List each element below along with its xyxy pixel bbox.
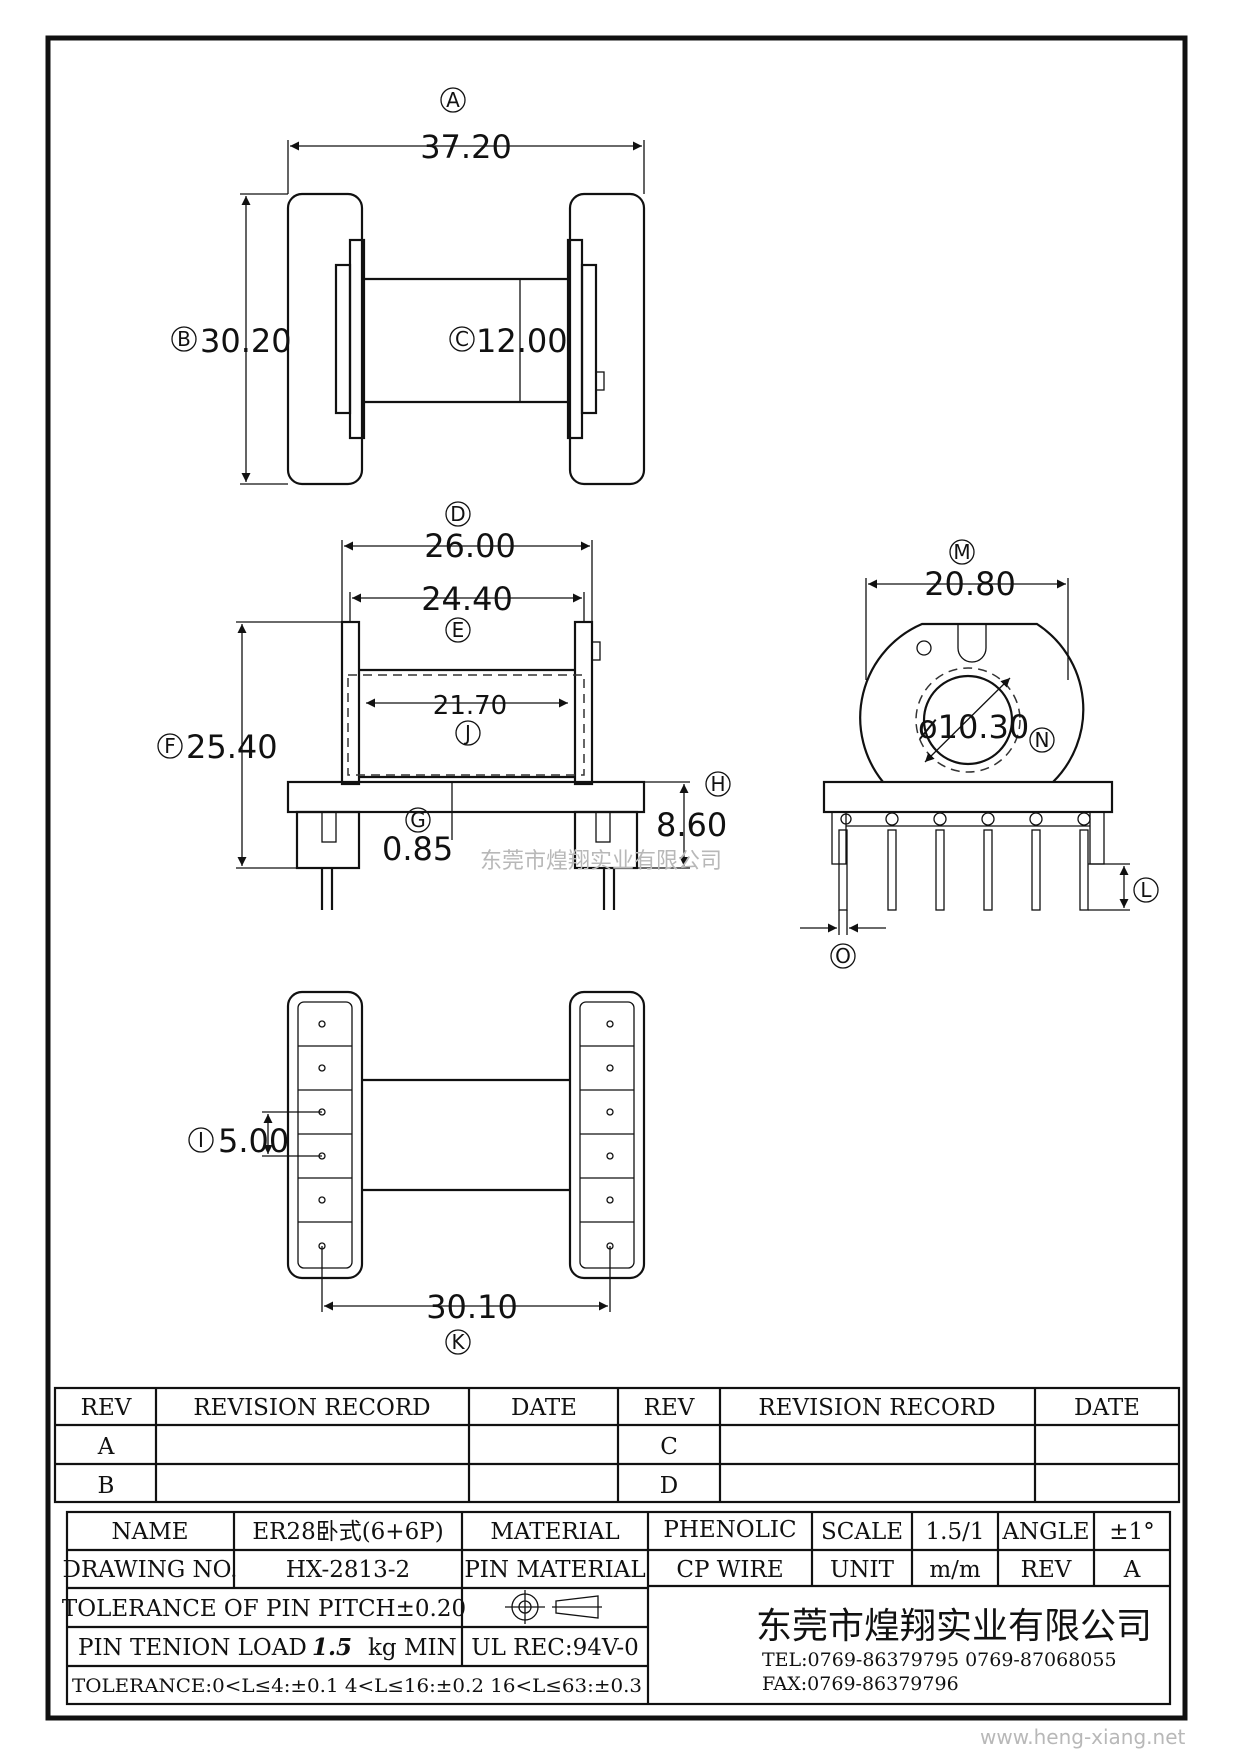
dim-M-marker: M (953, 540, 970, 564)
scale-label: SCALE (821, 1519, 903, 1545)
dim-D-value: 26.00 (424, 527, 516, 565)
name-value: ER28卧式(6+6P) (252, 1519, 443, 1545)
dim-F-value: 25.40 (186, 728, 278, 766)
bottom-view (262, 990, 646, 1312)
front-view (236, 540, 690, 910)
revision-table: REV REVISION RECORD DATE REV REVISION RE… (53, 1386, 1181, 1504)
dim-E: E 24.40 (421, 580, 513, 643)
dim-D-marker: D (450, 502, 465, 526)
dim-A-marker: A (446, 88, 460, 112)
dim-L-marker: L (1140, 878, 1152, 902)
dim-I-marker: I (198, 1128, 204, 1152)
record-header-left: REVISION RECORD (193, 1395, 430, 1421)
rev-header-left: REV (81, 1395, 132, 1421)
pin-material-label: PIN MATERIAL (464, 1557, 645, 1583)
rev-header-right: REV (644, 1395, 695, 1421)
pin-tension-label: PIN TENION LOAD (78, 1635, 307, 1661)
record-header-right: REVISION RECORD (758, 1395, 995, 1421)
dim-C: C 12.00 (449, 322, 568, 360)
dim-I: I 5.00 (188, 1122, 289, 1160)
dim-H-value: 8.60 (656, 806, 727, 844)
material-value: PHENOLIC (663, 1517, 796, 1543)
dim-J-value: 21.70 (433, 691, 507, 721)
dim-O-marker: O (835, 944, 851, 968)
dim-L: L (1133, 877, 1159, 903)
scale-value: 1.5/1 (926, 1519, 985, 1545)
dim-A: A 37.20 (420, 87, 512, 166)
dim-B: B 30.20 (171, 322, 292, 360)
dim-H: H 8.60 (656, 771, 731, 844)
dim-K: 30.10 K (426, 1288, 518, 1355)
rev-cell: A (97, 1434, 115, 1460)
dim-E-marker: E (452, 618, 465, 642)
dim-M-value: 20.80 (924, 565, 1016, 603)
ul-rec: UL REC:94V-0 (471, 1635, 639, 1661)
rev-cell: C (660, 1434, 678, 1460)
drawing-border (45, 35, 1188, 1721)
dim-H-marker: H (710, 772, 725, 796)
rev-cell: D (660, 1473, 678, 1499)
site-watermark: www.heng-xiang.net (980, 1725, 1186, 1749)
dim-B-value: 30.20 (200, 322, 292, 360)
rev-cell: B (98, 1473, 115, 1499)
pin-tension-unit: kg MIN (368, 1635, 457, 1661)
name-label: NAME (111, 1519, 188, 1545)
bottom-view-left-pins (298, 1020, 352, 1250)
drawing-no-value: HX-2813-2 (286, 1557, 410, 1583)
pin-material-value: CP WIRE (676, 1557, 783, 1583)
unit-value: m/m (929, 1557, 981, 1583)
material-label: MATERIAL (490, 1519, 619, 1545)
dim-N-value: ø10.30 (918, 708, 1029, 746)
date-header-left: DATE (511, 1395, 577, 1421)
title-block: NAME ER28卧式(6+6P) MATERIAL PHENOLIC SCAL… (62, 1510, 1172, 1706)
dim-N: ø10.30 N (918, 708, 1055, 753)
dim-M: M 20.80 (924, 539, 1016, 603)
dim-K-value: 30.10 (426, 1288, 518, 1326)
pin-tension-value: 1.5 (312, 1634, 352, 1661)
dim-C-marker: C (455, 327, 469, 351)
bottom-view-right-pins (580, 1020, 634, 1250)
side-view (800, 578, 1130, 935)
company-watermark: 东莞市煌翔实业有限公司 (480, 849, 722, 874)
dim-I-value: 5.00 (218, 1122, 289, 1160)
rev-value: A (1123, 1557, 1141, 1583)
tolerance-note: TOLERANCE:0<L≤4:±0.1 4<L≤16:±0.2 16<L≤63… (72, 1675, 642, 1697)
angle-label: ANGLE (1001, 1519, 1089, 1545)
company-tel: TEL:0769-86379795 0769-87068055 (762, 1649, 1117, 1671)
pin-pitch-tolerance: TOLERANCE OF PIN PITCH±0.20 (62, 1596, 466, 1622)
rev-label: REV (1021, 1557, 1072, 1583)
dim-F-marker: F (164, 734, 176, 758)
dim-D: D 26.00 (424, 501, 516, 565)
top-view (240, 140, 646, 486)
dim-O: O (830, 943, 856, 969)
date-header-right: DATE (1074, 1395, 1140, 1421)
dim-G-value: 0.85 (382, 830, 453, 868)
dim-C-value: 12.00 (476, 322, 568, 360)
side-view-pins (831, 811, 1105, 911)
projection-symbol-icon (505, 1590, 602, 1624)
dim-J-marker: J (463, 721, 471, 745)
dim-J: 21.70 J (433, 691, 507, 746)
dim-G-marker: G (410, 808, 426, 832)
unit-label: UNIT (830, 1557, 895, 1583)
dim-B-marker: B (177, 327, 191, 351)
dim-E-value: 24.40 (421, 580, 513, 618)
dim-G: G 0.85 (382, 807, 453, 868)
dim-K-marker: K (451, 1330, 465, 1354)
company-fax: FAX:0769-86379796 (762, 1673, 959, 1695)
dim-A-value: 37.20 (420, 128, 512, 166)
company-name: 东莞市煌翔实业有限公司 (756, 1606, 1152, 1647)
drawing-no-label: DRAWING NO. (63, 1557, 238, 1583)
dim-N-marker: N (1035, 728, 1050, 752)
dim-F: F 25.40 (157, 728, 278, 766)
angle-value: ±1° (1109, 1519, 1154, 1545)
